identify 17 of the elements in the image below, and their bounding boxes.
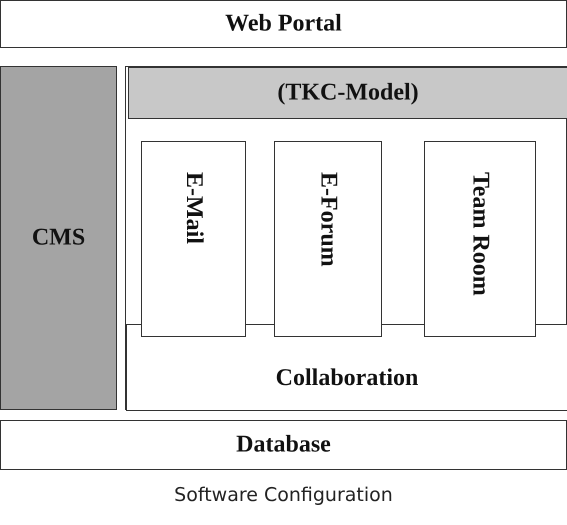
layer-label: E-Forum	[314, 172, 342, 267]
layer-label: (TKC-Model)	[277, 80, 419, 106]
module-box	[141, 141, 246, 337]
caption: Software Configuration	[173, 484, 394, 506]
layer-label: Team Room	[466, 172, 494, 296]
layer-box	[0, 66, 117, 410]
module-box	[424, 141, 536, 337]
layer-label: Collaboration	[276, 365, 418, 392]
layer-label: Database	[236, 432, 331, 458]
panel-box	[125, 66, 567, 410]
layer-box	[128, 67, 567, 119]
layer-box	[0, 420, 567, 470]
layer-label: CMS	[32, 224, 86, 252]
layer-label: Web Portal	[225, 10, 342, 38]
layer-label: E-Mail	[180, 172, 207, 244]
module-box	[274, 141, 382, 337]
layer-box	[0, 0, 567, 48]
